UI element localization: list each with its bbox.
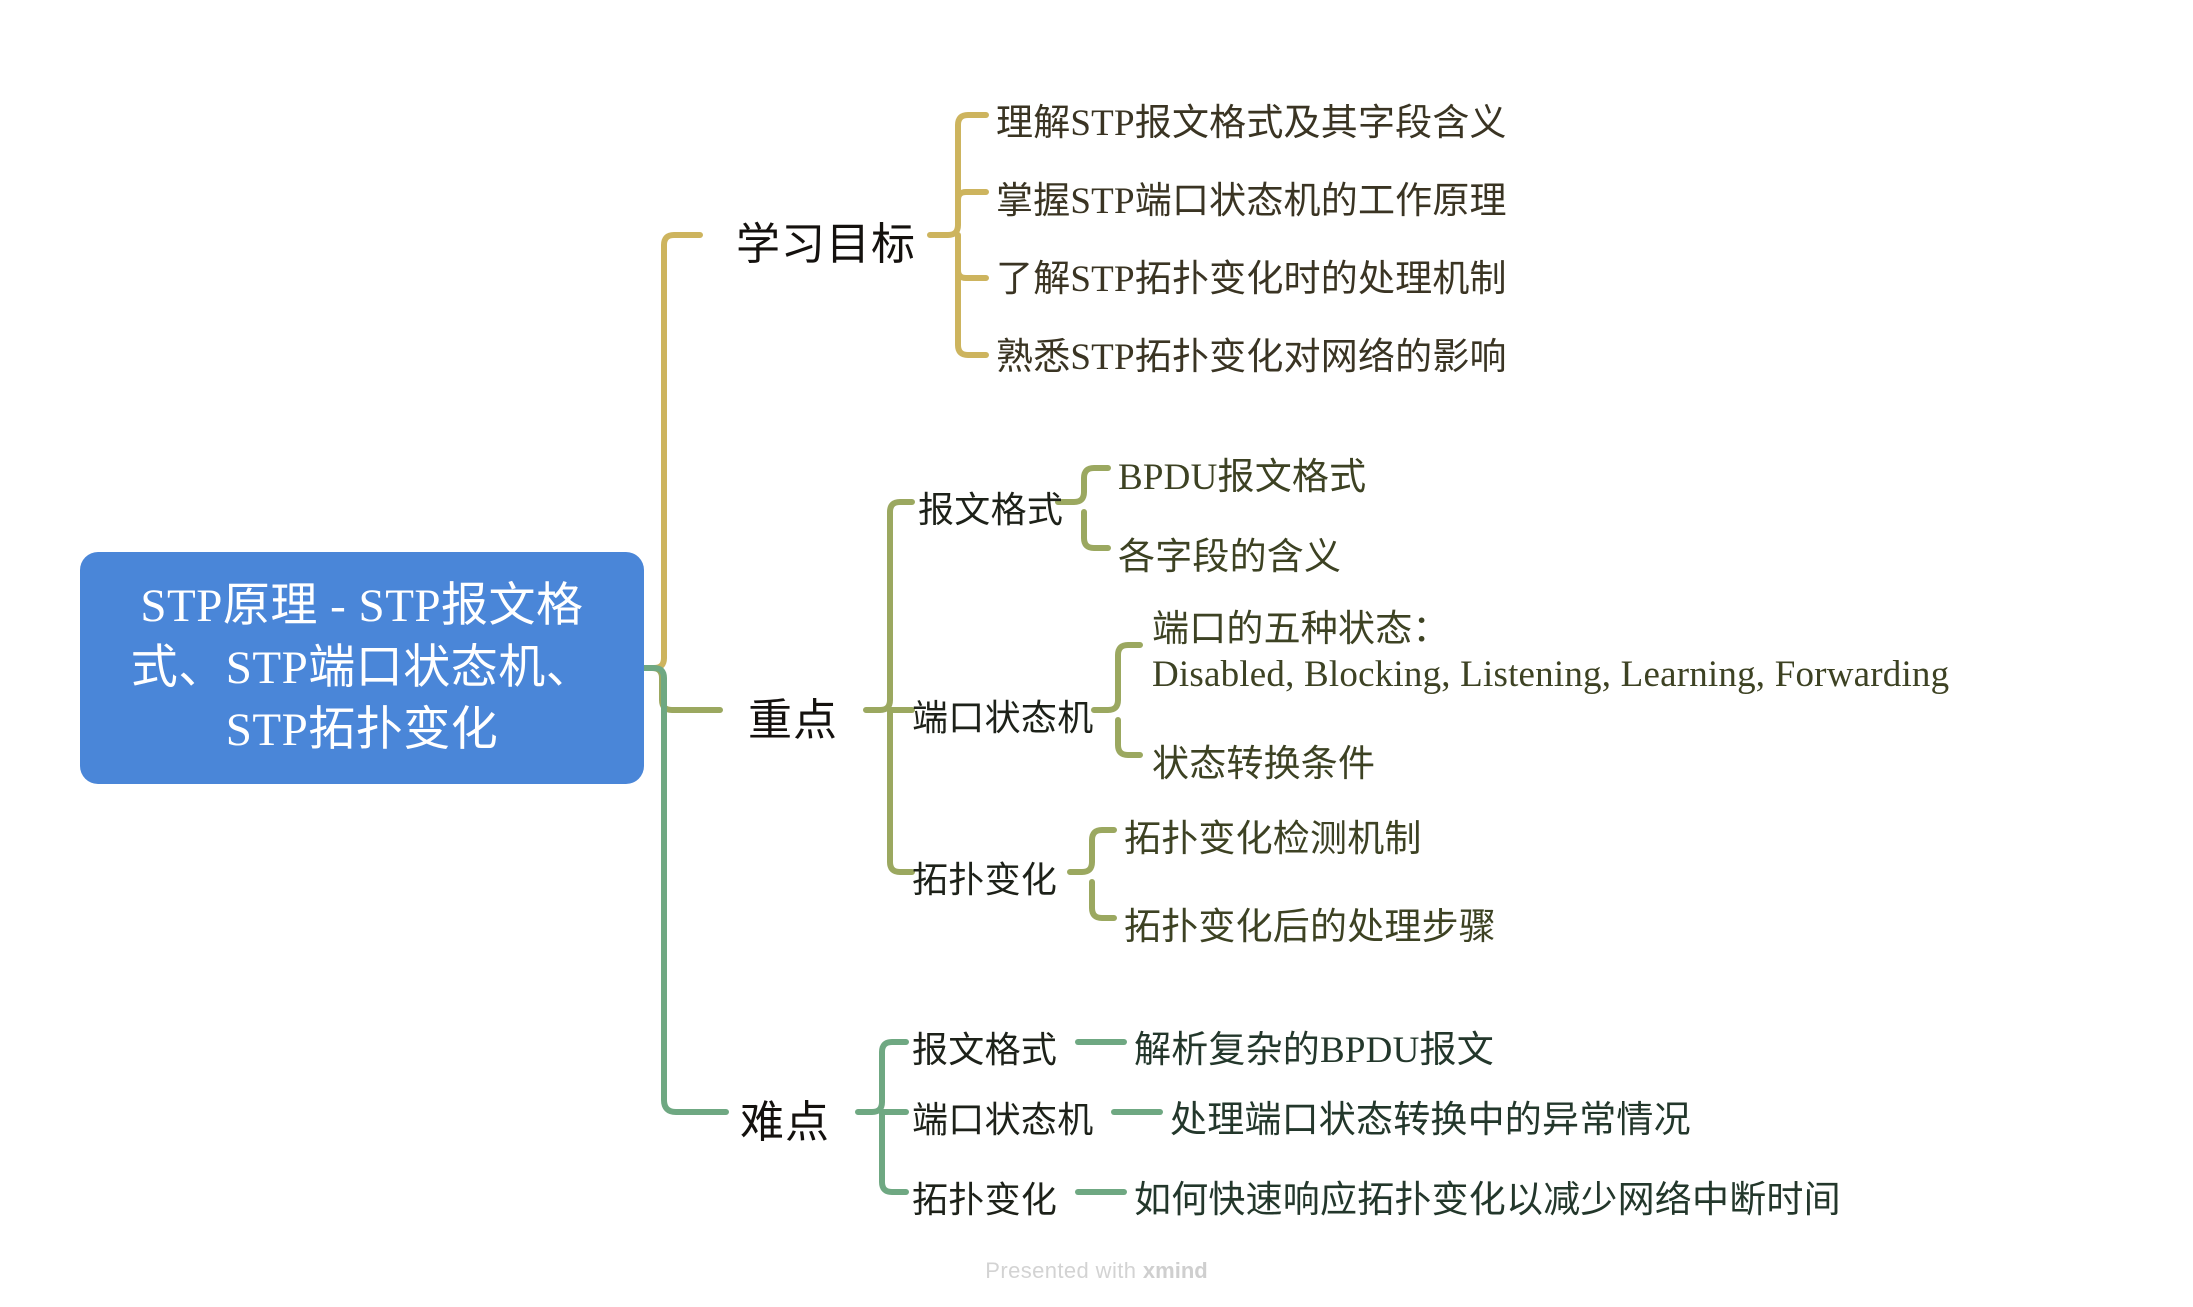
connector-goals-spine — [927, 112, 989, 238]
leaf-goal-2[interactable]: 掌握STP端口状态机的工作原理 — [996, 181, 1507, 222]
leaf-goal-3[interactable]: 了解STP拓扑变化时的处理机制 — [996, 259, 1507, 300]
leaf-hard-abnormal-transition[interactable]: 处理端口状态转换中的异常情况 — [1170, 1100, 1691, 1141]
leaf-hard-fast-response[interactable]: 如何快速响应拓扑变化以减少网络中断时间 — [1134, 1180, 1841, 1221]
branch-difficult-points[interactable]: 难点 — [740, 1098, 830, 1147]
watermark-prefix: Presented with — [985, 1258, 1137, 1283]
connector-topochange-spine — [1067, 827, 1117, 875]
connector-hard-to-topochange — [879, 1109, 909, 1195]
connector-portstate-leaf-2 — [1115, 717, 1143, 758]
subbranch-key-port-state-machine[interactable]: 端口状态机 — [912, 697, 1094, 738]
connector-key-to-topochange — [887, 707, 915, 875]
subbranch-key-topology-change[interactable]: 拓扑变化 — [912, 859, 1058, 900]
leaf-goal-4[interactable]: 熟悉STP拓扑变化对网络的影响 — [996, 337, 1507, 378]
leaf-key-transition-conditions[interactable]: 状态转换条件 — [1152, 744, 1376, 785]
watermark: Presented with xmind — [0, 1258, 2193, 1284]
leaf-key-bpdu-format[interactable]: BPDU报文格式 — [1118, 457, 1367, 498]
branch-key-points[interactable]: 重点 — [748, 696, 838, 745]
leaf-key-tc-detection[interactable]: 拓扑变化检测机制 — [1124, 819, 1422, 860]
connector-root-to-key — [641, 665, 723, 713]
leaf-hard-parse-bpdu[interactable]: 解析复杂的BPDU报文 — [1134, 1030, 1494, 1071]
connector-msgformat-leaf-2 — [1081, 509, 1111, 551]
leaf-key-five-port-states[interactable]: 端口的五种状态： Disabled, Blocking, Listening, … — [1152, 609, 1950, 696]
leaf-key-field-meaning[interactable]: 各字段的含义 — [1118, 537, 1342, 578]
branch-learning-goals[interactable]: 学习目标 — [736, 220, 916, 269]
connector-goals-leaf-3 — [955, 265, 989, 281]
connector-goals-leaf-4 — [955, 232, 989, 358]
connector-msgformat-spine — [1055, 465, 1111, 505]
leaf-key-tc-steps[interactable]: 拓扑变化后的处理步骤 — [1124, 907, 1496, 948]
connector-topochange-leaf-2 — [1089, 879, 1117, 921]
connector-hard-spine — [855, 1039, 909, 1115]
root-node[interactable]: STP原理 - STP报文格 式、STP端口状态机、 STP拓扑变化 — [80, 552, 644, 784]
root-node-label: STP原理 - STP报文格 式、STP端口状态机、 STP拓扑变化 — [130, 579, 594, 757]
subbranch-hard-topology-change[interactable]: 拓扑变化 — [912, 1179, 1058, 1220]
connector-root-to-goals — [641, 232, 703, 671]
connector-portstate-spine — [1091, 642, 1143, 713]
subbranch-key-message-format[interactable]: 报文格式 — [918, 489, 1064, 530]
subbranch-hard-port-state-machine[interactable]: 端口状态机 — [912, 1099, 1094, 1140]
leaf-goal-1[interactable]: 理解STP报文格式及其字段含义 — [996, 103, 1507, 144]
xmind-logo: xmind — [1142, 1258, 1208, 1283]
connector-root-to-hard — [641, 665, 729, 1115]
connector-goals-leaf-2 — [955, 189, 989, 205]
connector-key-spine — [863, 499, 915, 713]
subbranch-hard-message-format[interactable]: 报文格式 — [912, 1029, 1058, 1070]
